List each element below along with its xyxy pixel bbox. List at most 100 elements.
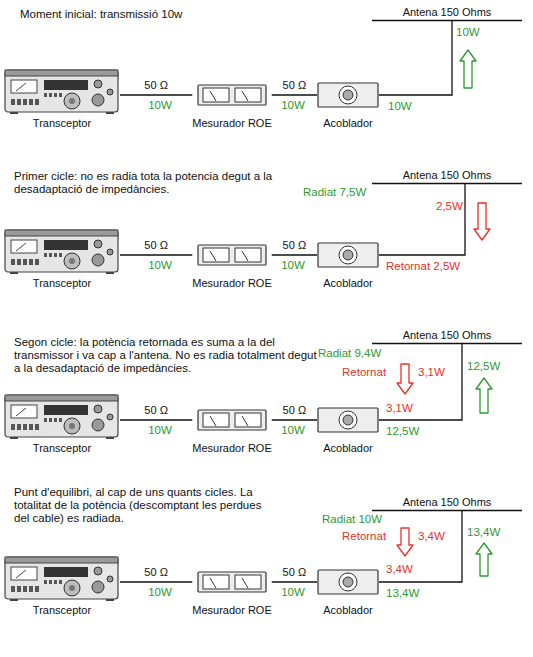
tuner-drawing [317, 62, 379, 114]
swr-meter-drawing [197, 387, 267, 439]
power-label: 13,4W [467, 526, 500, 539]
coax-cable [120, 94, 192, 95]
power-label: Radiat 9,4W [318, 347, 381, 360]
power-label: Radiat 7,5W [303, 186, 366, 199]
power-label: 10W [281, 424, 305, 437]
power-label: 10W [456, 26, 480, 39]
device-box: Transceptor [4, 387, 120, 455]
power-label: 12,5W [467, 360, 500, 373]
device-label: Acoblador [323, 603, 373, 617]
swr-meter-drawing [197, 549, 267, 601]
power-label: 3,4W [386, 563, 413, 576]
antenna: Antena 150 Ohms [372, 328, 522, 345]
device-label: Mesurador ROE [192, 276, 271, 290]
power-label: 10W [281, 99, 305, 112]
power-label: Retornat [342, 366, 386, 379]
power-label: 12,5W [386, 425, 419, 438]
device-box: Mesurador ROE [192, 549, 271, 617]
impedance-label: 50 Ω [142, 566, 170, 579]
device-box: Transceptor [4, 222, 120, 290]
transceiver-drawing [4, 387, 120, 439]
coax-cable [272, 254, 317, 255]
device-box: Mesurador ROE [192, 222, 271, 290]
device-box: Transceptor [4, 62, 120, 130]
device-box: Mesurador ROE [192, 62, 271, 130]
device-label: Mesurador ROE [192, 116, 271, 130]
impedance-label: 50 Ω [281, 404, 309, 417]
power-label: 10W [148, 424, 172, 437]
coax-cable [120, 254, 192, 255]
return-arrow [397, 528, 413, 556]
antenna-wire [372, 19, 522, 22]
device-label: Acoblador [323, 116, 373, 130]
transceiver-drawing [4, 222, 120, 274]
tuner-drawing [317, 549, 379, 601]
coax-cable [379, 511, 462, 583]
antenna: Antena 150 Ohms [372, 5, 522, 22]
power-label: 10W [148, 586, 172, 599]
device-box: Transceptor [4, 549, 120, 617]
antenna-label: Antena 150 Ohms [403, 5, 492, 19]
antenna-wire [372, 182, 522, 185]
power-label: 13,4W [386, 587, 419, 600]
power-label: 10W [388, 100, 412, 113]
antenna-label: Antena 150 Ohms [403, 495, 492, 509]
antenna-label: Antena 150 Ohms [403, 168, 492, 182]
caption-text: Punt d'equilibri, al cap de uns quants c… [14, 486, 264, 525]
antenna-label: Antena 150 Ohms [403, 328, 492, 342]
power-label: 2,5W [436, 200, 463, 213]
coax-cable [272, 581, 317, 582]
device-label: Transceptor [33, 276, 91, 290]
device-box: Acoblador [317, 222, 379, 290]
coax-cable [120, 581, 192, 582]
impedance-label: 50 Ω [281, 566, 309, 579]
coax-cable [379, 184, 465, 256]
transceiver-drawing [4, 549, 120, 601]
power-label: Retornat [342, 530, 386, 543]
coax-cable [379, 344, 462, 421]
impedance-label: 50 Ω [281, 79, 309, 92]
device-box: Mesurador ROE [192, 387, 271, 455]
caption-text: Primer cicle: no es radia tota la potenc… [14, 170, 314, 196]
device-box: Acoblador [317, 62, 379, 130]
device-label: Transceptor [33, 603, 91, 617]
caption-text: Moment inicial: transmissió 10w [20, 8, 320, 21]
power-label: 10W [148, 99, 172, 112]
forward-arrow [476, 543, 492, 576]
coax-cable [379, 21, 452, 96]
antenna: Antena 150 Ohms [372, 495, 522, 512]
power-label: 10W [281, 259, 305, 272]
coax-cable [120, 419, 192, 420]
power-label: 3,1W [386, 402, 413, 415]
swr-meter-drawing [197, 62, 267, 114]
impedance-label: 50 Ω [142, 79, 170, 92]
device-box: Acoblador [317, 549, 379, 617]
coax-cable [272, 419, 317, 420]
device-label: Acoblador [323, 441, 373, 455]
return-arrow [397, 364, 413, 394]
coax-cable [272, 94, 317, 95]
return-arrow [474, 203, 490, 240]
power-label: 3,1W [418, 366, 445, 379]
tuner-drawing [317, 387, 379, 439]
power-label: 3,4W [418, 530, 445, 543]
tuner-drawing [317, 222, 379, 274]
device-label: Mesurador ROE [192, 603, 271, 617]
caption-text: Segon cicle: la potència retornada es su… [14, 336, 319, 375]
antenna-wire [372, 509, 522, 512]
antenna: Antena 150 Ohms [372, 168, 522, 185]
antenna-wire [372, 342, 522, 345]
forward-arrow [476, 378, 492, 413]
power-label: Radiat 10W [322, 513, 382, 526]
device-label: Transceptor [33, 441, 91, 455]
impedance-label: 50 Ω [142, 239, 170, 252]
swr-meter-drawing [197, 222, 267, 274]
power-label: 10W [148, 259, 172, 272]
device-label: Acoblador [323, 276, 373, 290]
forward-arrow [460, 50, 476, 88]
device-box: Acoblador [317, 387, 379, 455]
power-label: 10W [281, 586, 305, 599]
impedance-label: 50 Ω [281, 239, 309, 252]
power-label: Retornat 2,5W [386, 260, 460, 273]
